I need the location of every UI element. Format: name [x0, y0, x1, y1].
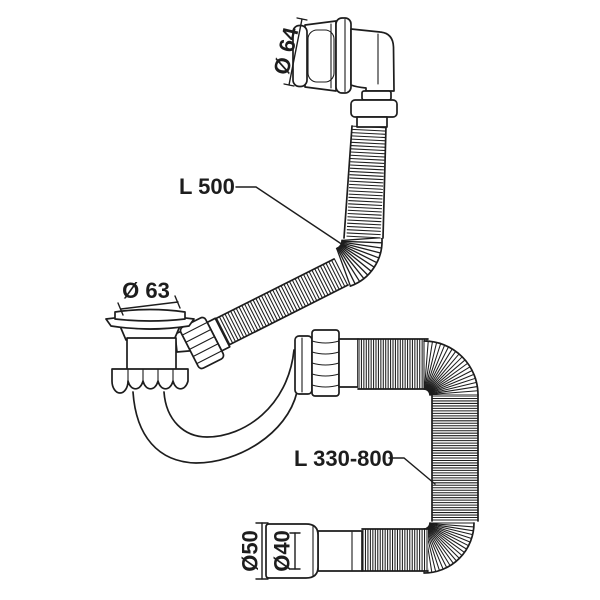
- label-outlet-inner-diameter: Ø40: [270, 530, 295, 572]
- overflow-elbow-fitting: [292, 17, 398, 128]
- cap-face: [292, 24, 308, 88]
- nut-tailpipe: [338, 338, 359, 388]
- drain-fitting: [105, 308, 195, 394]
- drain-body: [126, 337, 177, 373]
- outlet-hose-bend-bottom: [423, 522, 475, 574]
- dimension-ticks: [255, 522, 269, 580]
- label-outlet-outer-diameter: Ø50: [238, 530, 263, 572]
- corrugated-hose-overflow-diagonal: [204, 258, 349, 351]
- tailpipe: [317, 530, 363, 572]
- u-bend-pipe: [132, 349, 298, 464]
- corrugated-hose-outlet-bottom: [361, 528, 429, 572]
- leader-line: [235, 186, 347, 248]
- drain-union-nut: [179, 316, 231, 370]
- outlet-hose-bend-top: [423, 340, 479, 396]
- dimension-line: [120, 301, 179, 310]
- label-drain-diameter: Ø 63: [122, 278, 170, 303]
- elbow-body: [350, 28, 395, 92]
- callout-outlet-hose-length: L 330-800: [294, 446, 436, 485]
- dimension-line: [288, 18, 303, 86]
- corrugated-hose-outlet-vertical: [431, 394, 479, 522]
- outlet-tailpiece: [265, 523, 363, 579]
- corrugated-hose-overflow-vertical: [343, 125, 387, 239]
- elbow-nut: [350, 99, 398, 118]
- elbow-step: [361, 90, 392, 101]
- dimension-ticks: [289, 532, 301, 570]
- dimension-ticks: [283, 17, 308, 87]
- cap-inner-detail: [307, 29, 335, 83]
- rubber-cuff: [265, 523, 319, 579]
- outlet-union-nut: [294, 329, 359, 397]
- elbow-tailpipe: [356, 116, 388, 128]
- dimension-outlet-inner-diameter: Ø40: [270, 530, 301, 572]
- drain-flange-upper: [114, 308, 186, 322]
- dimension-outlet-outer-diameter: Ø50: [238, 522, 269, 580]
- nut-collar: [294, 335, 313, 395]
- dimension-drain-diameter: Ø 63: [117, 278, 181, 316]
- corrugated-hose-outlet-top: [357, 338, 429, 390]
- leader-line: [388, 457, 436, 485]
- label-overflow-hose-length: L 500: [179, 174, 235, 199]
- overflow-hose-bend: [335, 236, 383, 287]
- drain-lock-nut: [111, 368, 189, 394]
- label-outlet-hose-length: L 330-800: [294, 446, 394, 471]
- callout-overflow-hose-length: L 500: [179, 174, 347, 248]
- dimension-ticks: [117, 295, 181, 316]
- cap-rim: [335, 17, 352, 94]
